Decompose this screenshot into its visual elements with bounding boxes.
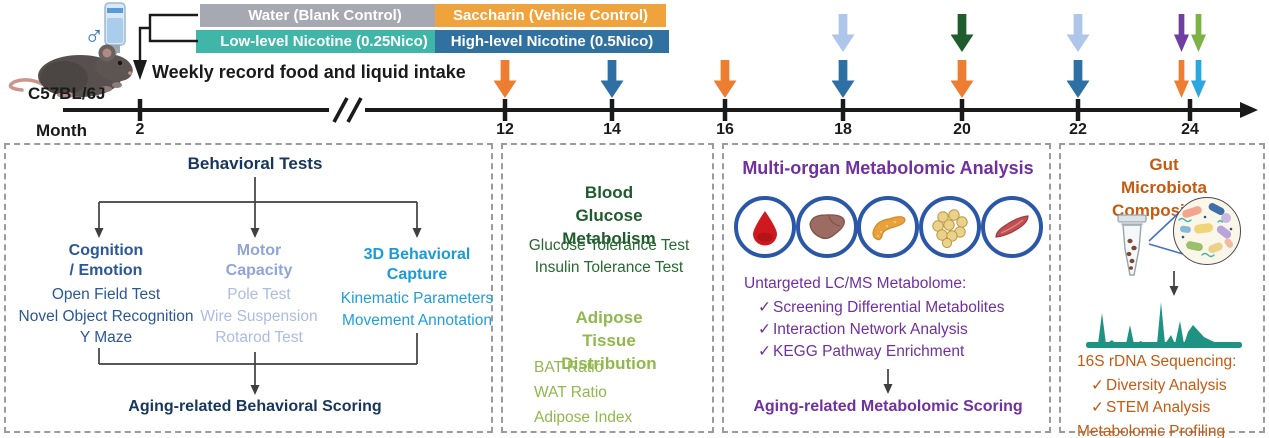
month-tick-label: 22 (1069, 121, 1087, 138)
orange-dose-arrow (950, 60, 974, 98)
column-heading: 3D Behavioral Capture (363, 246, 471, 283)
behavioral-tests-panel: Behavioral Tests Cognition / Emotion Ope… (4, 143, 493, 433)
metabolism-panel: Blood Glucose Metabolism Glucose Toleran… (501, 143, 714, 433)
male-symbol: ♂ (84, 20, 105, 50)
panel-footer: Aging-related Metabolomic Scoring (753, 398, 1023, 415)
steel-blue-dose-arrow (1066, 60, 1090, 98)
steel-blue-dose-arrow (831, 60, 855, 98)
check-icon: ✓ (758, 321, 771, 338)
legend-saccharin: Saccharin (Vehicle Control) (435, 4, 666, 27)
month-tick-label: 18 (834, 121, 852, 138)
test-item: Glucose Tolerance Test (528, 237, 690, 254)
periwinkle-dose-arrow (831, 14, 855, 52)
bacteria-lens-icon (1173, 197, 1241, 265)
dark-green-dose-arrow (950, 14, 974, 52)
month-tick-label: 12 (496, 121, 514, 138)
test-item: Insulin Tolerance Test (534, 258, 684, 276)
adipose-metrics: BAT Ratio WAT Ratio Adipose Index (534, 355, 632, 430)
liver-icon (796, 196, 858, 258)
panel-title: Multi-organ Metabolomic Analysis (742, 158, 1034, 178)
metabolomics-panel: Multi-organ Metabolomic Analysis (722, 143, 1051, 433)
month-axis-label: Month (36, 121, 87, 140)
check-icon: ✓ (758, 299, 771, 316)
adipose-tissue-icon (919, 196, 981, 258)
motor-capacity-column: Motor Capacity Pole Test Wire Suspension… (200, 241, 317, 349)
orange-dose-arrow (493, 60, 517, 98)
orange-dose-arrow (713, 60, 737, 98)
panel-footer: Metabolomic Profiling (1077, 423, 1226, 438)
strain-label: C57BL/6J (28, 84, 106, 103)
month-tick-label: 20 (953, 121, 971, 138)
check-icon: ✓ (1091, 377, 1104, 394)
column-heading: Motor Capacity (225, 242, 293, 279)
metric-item: BAT Ratio (534, 359, 604, 376)
metric-item: WAT Ratio (534, 384, 607, 401)
check-item: ✓Diversity Analysis (1091, 377, 1227, 394)
month-tick-label: 14 (603, 121, 621, 138)
sequencing-peaks-icon (1086, 302, 1242, 348)
check-item: ✓STEM Analysis (1091, 399, 1211, 416)
steel-blue-dose-arrow (600, 60, 624, 98)
adipose-title: Adipose Tissue Distribution (561, 308, 657, 373)
month-tick-label: 2 (135, 121, 145, 138)
panel-footer: Aging-related Behavioral Scoring (128, 398, 382, 415)
check-item: ✓Screening Differential Metabolites (758, 299, 1005, 316)
lcms-heading: Untargeted LC/MS Metabolome: (744, 275, 967, 292)
metric-item: Adipose Index (534, 409, 633, 426)
test-item: Y Maze (79, 329, 133, 346)
yellow-green-dose-arrow (1191, 14, 1206, 52)
cyan-dose-arrow (1191, 60, 1206, 98)
test-item: Movement Annotation (342, 311, 492, 329)
blood-glucose-title: Blood Glucose Metabolism (562, 183, 656, 248)
pancreas-icon (857, 196, 919, 258)
behavioral-capture-column: 3D Behavioral Capture Kinematic Paramete… (341, 245, 493, 331)
test-item: Open Field Test (51, 286, 161, 303)
weekly-note: Weekly record food and liquid intake (152, 62, 466, 82)
periwinkle-dose-arrow (1066, 14, 1090, 52)
water-bottle-icon (104, 2, 126, 63)
legend-low-nicotine: Low-level Nicotine (0.25Nico) (196, 30, 452, 53)
legend-high-nicotine: High-level Nicotine (0.5Nico) (435, 30, 669, 53)
column-heading: Cognition / Emotion (68, 242, 144, 279)
blood-icon (734, 196, 796, 258)
test-item: Pole Test (227, 286, 291, 303)
purple-dose-arrow (1174, 14, 1189, 52)
check-item: ✓KEGG Pathway Enrichment (758, 343, 965, 360)
check-item: ✓Interaction Network Analysis (758, 321, 968, 338)
month-tick-label: 24 (1181, 121, 1199, 138)
check-icon: ✓ (1091, 399, 1104, 416)
sequencing-heading: 16S rDNA Sequencing: (1077, 353, 1237, 370)
legend-water: Water (Blank Control) (200, 4, 450, 27)
test-item: Kinematic Parameters (340, 290, 494, 307)
muscle-icon (981, 196, 1043, 258)
test-item: Wire Suspension (200, 307, 318, 325)
sample-tube-icon (1117, 214, 1147, 276)
mouse-illustration (8, 44, 133, 98)
microbiota-panel: Gut Microbiota Composition (1059, 143, 1265, 438)
test-item: Novel Object Recognition (18, 307, 194, 325)
glucose-tests: Glucose Tolerance Test Insulin Tolerance… (529, 235, 690, 278)
check-icon: ✓ (758, 343, 771, 360)
test-item: Rotarod Test (215, 329, 303, 346)
month-tick-label: 16 (716, 121, 734, 138)
orange-dose-arrow (1174, 60, 1189, 98)
panel-title: Behavioral Tests (187, 154, 323, 173)
cognition-emotion-column: Cognition / Emotion Open Field Test Nove… (19, 241, 194, 349)
